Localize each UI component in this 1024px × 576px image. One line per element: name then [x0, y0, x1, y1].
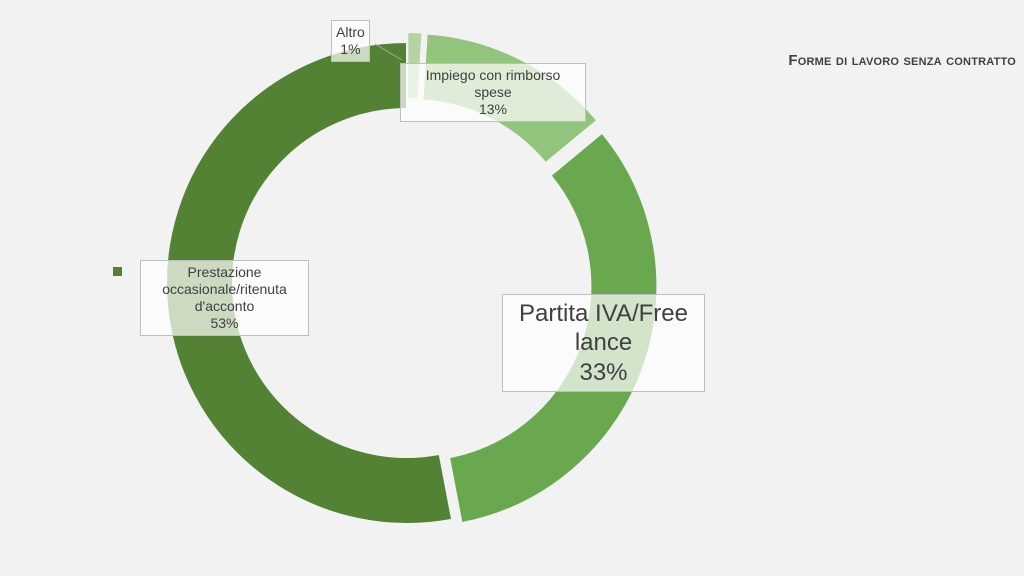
data-label-partita-iva-value: 33%	[579, 358, 628, 386]
data-label-impiego-name-1: spese	[474, 84, 512, 101]
data-label-prestazione-name-1: occasionale/ritenuta	[162, 281, 287, 298]
legend-key-prestazione	[113, 267, 122, 276]
data-label-partita-iva-name-1: lance	[574, 329, 633, 357]
data-label-impiego-value: 13%	[478, 101, 508, 118]
data-label-prestazione-name-0: Prestazione	[187, 264, 262, 280]
data-label-impiego: Impiego con rimborso spese 13%	[400, 63, 586, 123]
data-label-prestazione: Prestazione occasionale/ritenuta d'accon…	[140, 260, 309, 337]
data-label-partita-iva-name-0: Partita IVA/Free	[519, 300, 688, 327]
data-label-altro-name-0: Altro	[336, 24, 365, 40]
leader-line-altro	[374, 43, 403, 61]
data-label-partita-iva: Partita IVA/Free lance 33%	[502, 294, 705, 392]
data-label-altro: Altro 1%	[331, 20, 370, 63]
data-label-prestazione-value: 53%	[210, 315, 239, 332]
chart-title: Forme di lavoro senza contratto	[788, 52, 1016, 69]
data-label-impiego-name-0: Impiego con rimborso	[425, 67, 561, 83]
data-label-altro-value: 1%	[340, 41, 361, 58]
data-label-prestazione-name-2: d'acconto	[194, 298, 255, 315]
donut-slice-partita-iva	[447, 131, 659, 525]
